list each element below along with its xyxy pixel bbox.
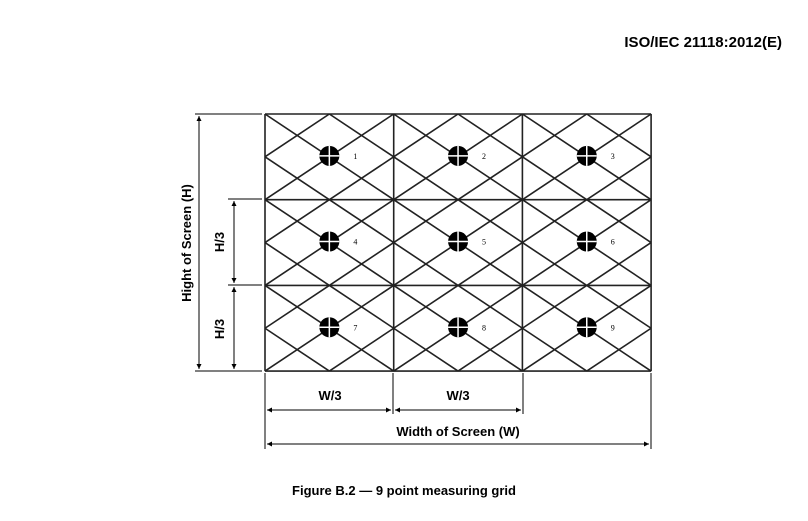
cell-diamond-line [264,241,330,287]
cell-diamond-line [328,113,395,158]
measuring-point-8: 8 [448,317,486,338]
screen-height-label: Hight of Screen (H) [179,184,194,302]
measuring-point-7: 7 [319,317,357,338]
point-number-label: 4 [353,238,357,247]
cell-diamond-line [264,284,330,329]
cell-diamond-line [457,156,523,201]
point-number-label: 8 [482,323,486,332]
point-number-label: 3 [611,152,615,161]
height-dimension [195,113,262,372]
cell-diamond-line [521,284,588,329]
cell-diamond-line [393,199,459,244]
screen-width-label: Width of Screen (W) [396,424,519,439]
measuring-point-5: 5 [448,231,486,252]
standard-identifier: ISO/IEC 21118:2012(E) [624,34,782,51]
cell-diamond-line [393,156,459,201]
cell-diamond-line [521,241,588,287]
cell-diamond-line [264,327,330,372]
cell-diamond-line [521,113,588,158]
third-width-middle-label: W/3 [446,388,469,403]
cell-diamond-line [521,199,588,244]
cell-diamond-line [586,199,652,244]
point-number-label: 6 [611,238,615,247]
figure-caption: Figure B.2 — 9 point measuring grid [292,483,516,498]
measuring-points: 1 2 3 4 5 6 7 8 9 [319,145,615,338]
cell-diamond-line [457,199,523,244]
cell-diamond-line [457,113,523,158]
cell-diamond-line [328,327,395,372]
cell-diamond-line [328,156,395,201]
point-number-label: 9 [611,323,615,332]
cell-diamond-line [586,284,652,329]
point-number-label: 2 [482,152,486,161]
measuring-point-3: 3 [576,145,615,166]
cell-diamond-line [586,241,652,287]
point-number-label: 5 [482,238,486,247]
point-number-label: 7 [353,323,357,332]
measuring-point-9: 9 [576,317,615,338]
cell-diamond-line [393,284,459,329]
cell-diamond-line [328,199,395,244]
width-dimension [267,373,652,449]
third-height-upper-dimension [228,198,262,286]
cell-diamond-line [393,327,459,372]
cell-diamond-line [521,327,588,372]
cell-diamond-line [393,113,459,158]
cell-diamond-line [264,113,330,158]
cell-diamond-line [586,113,652,158]
cell-diamond-line [264,199,330,244]
third-width-dimensions [264,373,524,449]
measuring-point-2: 2 [448,145,486,166]
cell-diamond-line [264,156,330,201]
cell-diamond-line [393,241,459,287]
cell-diamond-line [328,284,395,329]
third-width-left-label: W/3 [318,388,341,403]
cell-diamond-line [586,156,652,201]
cell-diamond-line [586,327,652,372]
cell-diamond-line [457,241,523,287]
measuring-point-6: 6 [576,231,615,252]
measuring-point-4: 4 [319,231,357,252]
cell-diamond-line [521,156,588,201]
point-number-label: 1 [353,152,357,161]
cell-diamond-line [457,284,523,329]
cell-diamond-line [457,327,523,372]
cell-diamond-line [328,241,395,287]
third-height-upper-label: H/3 [212,232,227,252]
third-height-lower-label: H/3 [212,319,227,339]
measuring-point-1: 1 [319,145,357,166]
